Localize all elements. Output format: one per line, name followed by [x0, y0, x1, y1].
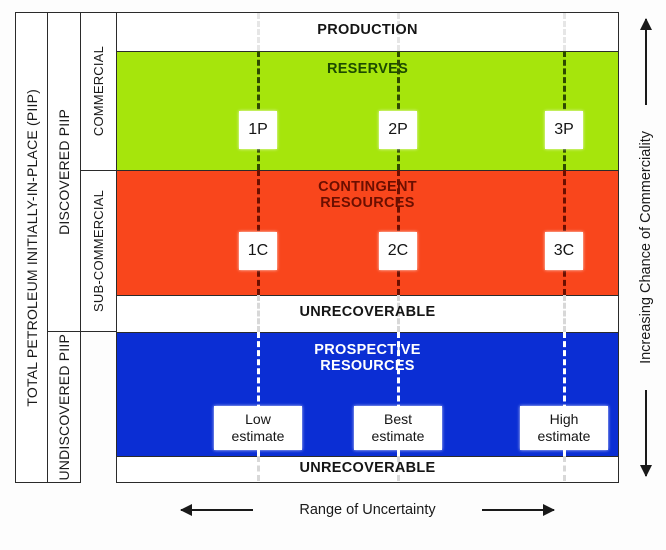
band-unrecoverable-lower: UNRECOVERABLE	[117, 456, 618, 481]
uncertainty-line-low-reserves	[257, 51, 260, 170]
uncertainty-line-high-unrec-upper	[563, 295, 566, 332]
arrow-left-icon	[180, 504, 254, 516]
axis-label-commercial: COMMERCIAL	[80, 12, 117, 171]
uncertainty-line-high-unrec-lower	[563, 456, 566, 481]
uncertainty-line-best-prospective	[397, 332, 400, 456]
marker-high-estimate-line2: estimate	[537, 428, 591, 444]
sub-commercial-text: SUB-COMMERCIAL	[91, 190, 106, 312]
band-prospective-label-line1: PROSPECTIVE	[314, 342, 421, 358]
axis-label-undiscovered-piip: UNDISCOVERED PIIP	[47, 331, 81, 483]
marker-3c: 3C	[545, 232, 583, 270]
arrow-down-icon	[640, 389, 652, 477]
marker-high-estimate-line1: High	[549, 411, 579, 428]
band-contingent-label-line2: RESOURCES	[320, 195, 415, 212]
band-unrecoverable-lower-label: UNRECOVERABLE	[299, 460, 436, 476]
uncertainty-line-high-production	[563, 13, 566, 51]
axis-label-total-piip: TOTAL PETROLEUM INITIALLY-IN-PLACE (PIIP…	[15, 12, 48, 483]
band-unrecoverable-upper: UNRECOVERABLE	[117, 295, 618, 332]
band-reserves: RESERVES	[117, 51, 618, 170]
marker-best-estimate: Best estimate	[354, 406, 442, 450]
band-production-label: PRODUCTION	[317, 22, 418, 38]
marker-1p: 1P	[239, 111, 277, 149]
marker-3p: 3P	[545, 111, 583, 149]
uncertainty-line-high-prospective	[563, 332, 566, 456]
undiscovered-piip-text: UNDISCOVERED PIIP	[56, 333, 72, 481]
marker-high-estimate: High estimate	[520, 406, 608, 450]
y-axis-label: Increasing Chance of Commerciality	[638, 131, 654, 364]
total-piip-text: TOTAL PETROLEUM INITIALLY-IN-PLACE (PIIP…	[23, 88, 40, 407]
marker-low-estimate: Low estimate	[214, 406, 302, 450]
uncertainty-line-high-reserves	[563, 51, 566, 170]
band-reserves-label: RESERVES	[326, 61, 409, 77]
uncertainty-line-low-unrec-upper	[257, 295, 260, 332]
y-axis-chance-of-commerciality: Increasing Chance of Commerciality	[628, 12, 664, 483]
marker-1c: 1C	[239, 232, 277, 270]
marker-best-estimate-line2: estimate	[371, 428, 425, 444]
uncertainty-line-low-unrec-lower	[257, 456, 260, 481]
band-contingent-resources: CONTINGENT RESOURCES	[117, 170, 618, 295]
uncertainty-line-best-unrec-lower	[397, 456, 400, 481]
band-prospective-label: PROSPECTIVE RESOURCES	[314, 342, 420, 374]
axis-label-discovered-piip: DISCOVERED PIIP	[47, 12, 81, 332]
uncertainty-line-best-unrec-upper	[397, 295, 400, 332]
band-contingent-label: CONTINGENT RESOURCES	[318, 179, 417, 211]
band-production: PRODUCTION	[117, 13, 618, 51]
commercial-text: COMMERCIAL	[91, 46, 106, 137]
band-prospective-label-line2: RESOURCES	[320, 358, 415, 375]
arrow-right-icon	[481, 504, 555, 516]
discovered-piip-text: DISCOVERED PIIP	[56, 109, 72, 235]
band-unrecoverable-upper-label: UNRECOVERABLE	[299, 304, 436, 320]
arrow-up-icon	[640, 18, 652, 106]
marker-2c: 2C	[379, 232, 417, 270]
band-contingent-label-line1: CONTINGENT	[318, 179, 417, 195]
uncertainty-line-low-production	[257, 13, 260, 51]
axis-label-sub-commercial: SUB-COMMERCIAL	[80, 170, 117, 332]
uncertainty-line-best-reserves	[397, 51, 400, 170]
x-axis-label: Range of Uncertainty	[299, 502, 436, 518]
x-axis-range-of-uncertainty: Range of Uncertainty	[116, 492, 619, 528]
uncertainty-line-best-production	[397, 13, 400, 51]
marker-2p: 2P	[379, 111, 417, 149]
marker-low-estimate-line1: Low	[245, 411, 271, 428]
marker-low-estimate-line2: estimate	[231, 428, 285, 444]
chart-plot-area: PRODUCTION RESERVES CONTINGENT RESOURCES…	[116, 12, 619, 483]
uncertainty-line-low-prospective	[257, 332, 260, 456]
marker-best-estimate-line1: Best	[383, 411, 412, 428]
